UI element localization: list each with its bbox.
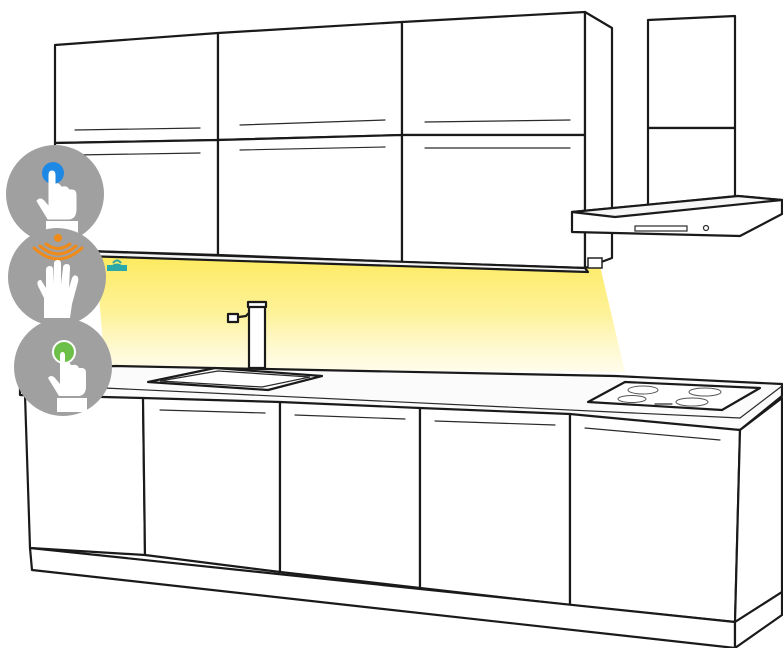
base-cabinets <box>25 395 782 648</box>
touch-dim-icon <box>14 318 112 416</box>
hand-wave-sensor-icon <box>8 228 106 326</box>
wave-sensor-badge[interactable] <box>8 228 106 326</box>
wall-cabinets <box>52 12 612 272</box>
press-control-badge[interactable] <box>14 318 112 416</box>
led-driver <box>588 258 602 268</box>
